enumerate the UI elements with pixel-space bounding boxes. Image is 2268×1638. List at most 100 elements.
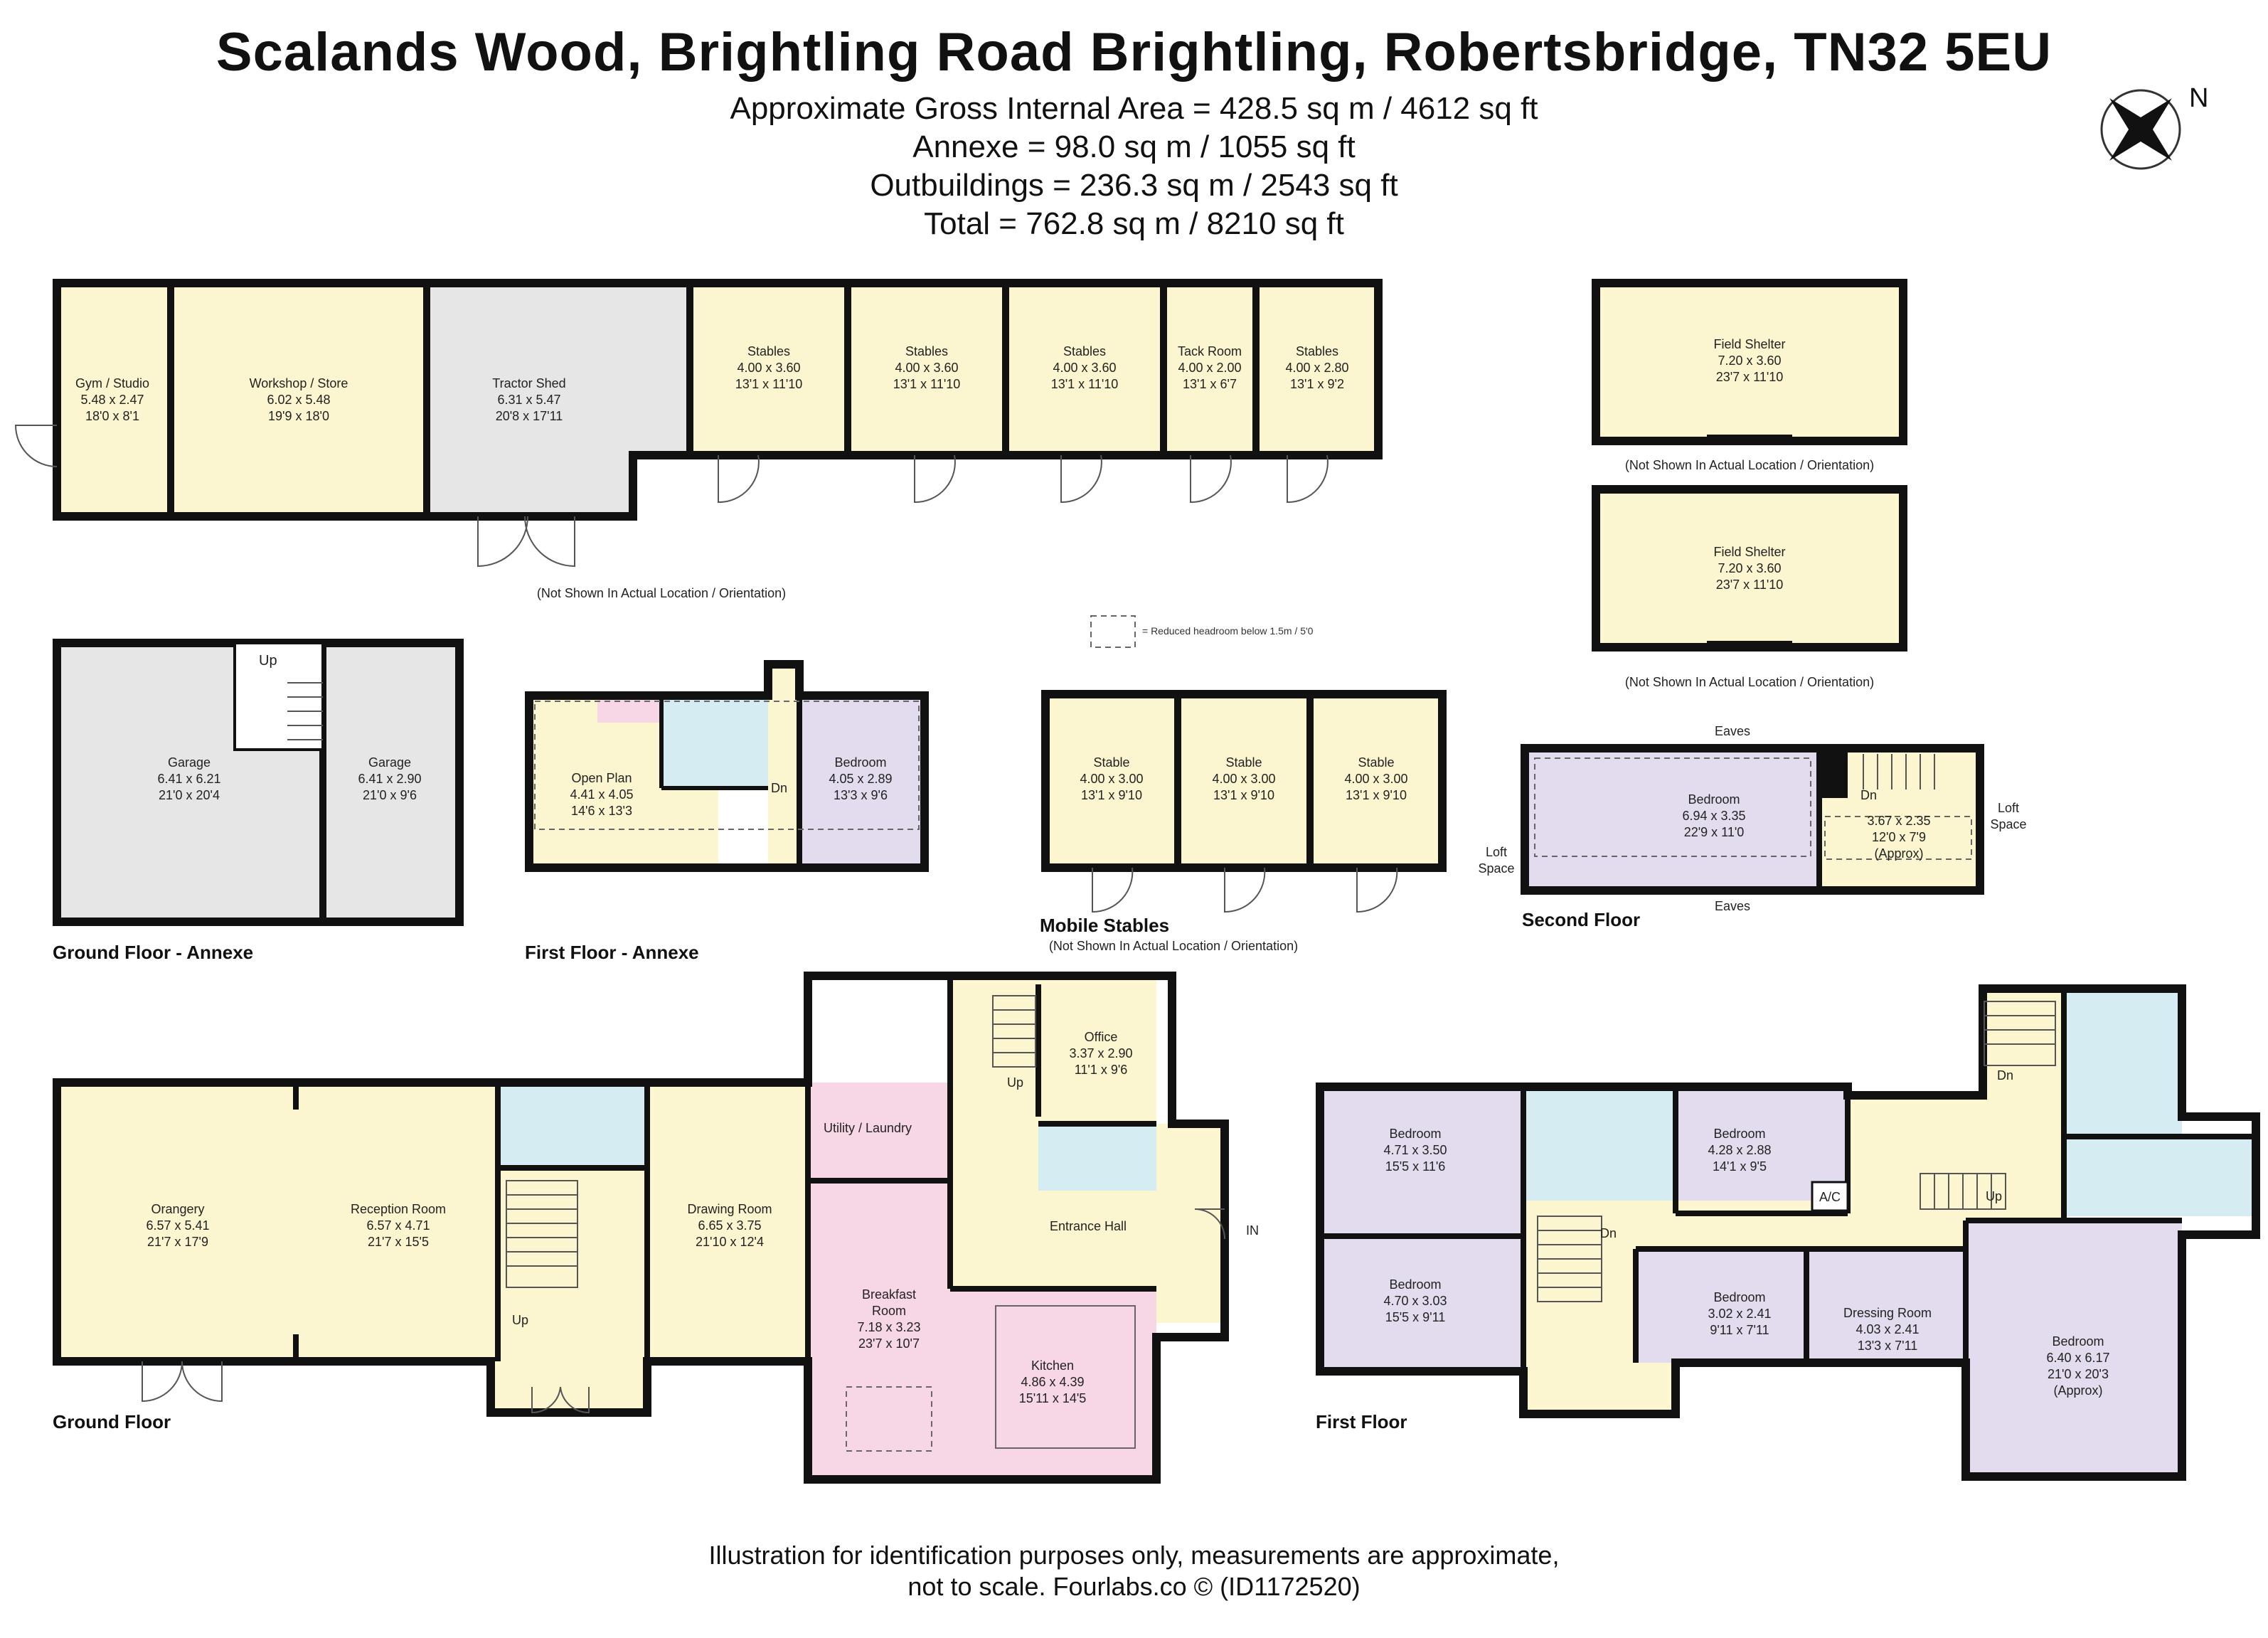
open-plan-imperial: 14'6 x 13'3 [571,804,632,818]
entrance-hall-name: Entrance Hall [1050,1219,1127,1233]
mobile-stable-2-imperial: 13'1 x 9'10 [1213,788,1274,802]
first-dn-label-2: Dn [1997,1068,2013,1083]
stables-2-metric: 4.00 x 3.60 [895,361,958,375]
second-room-imperial: 12'0 x 7'9 [1872,830,1926,844]
annexe-first-floor: Open Plan 4.41 x 4.05 14'6 x 13'3 Bedroo… [525,660,929,963]
field-shelter-1-name: Field Shelter [1713,337,1785,351]
garage-1-name: Garage [168,755,211,770]
reception-metric: 6.57 x 4.71 [366,1218,430,1233]
mobile-stable-2-name: Stable [1225,755,1262,770]
annexe-bedroom-metric: 4.05 x 2.89 [829,772,892,786]
garage-2-imperial: 21'0 x 9'6 [363,788,417,802]
compass-n-label: N [2189,83,2208,113]
tractor-shed-imperial: 20'8 x 17'11 [496,409,563,423]
compass-icon: N [2100,83,2208,170]
headroom-legend: = Reduced headroom below 1.5m / 5'0 [1090,615,1314,648]
loft-left-label-2: Space [1478,861,1514,876]
tractor-shed-name: Tractor Shed [492,376,565,390]
ground-up-label: Up [512,1313,528,1327]
stables-1-metric: 4.00 x 3.60 [737,361,800,375]
bedroom-c-metric: 4.70 x 3.03 [1383,1294,1447,1308]
bedroom-c-name: Bedroom [1389,1277,1441,1292]
tack-room-metric: 4.00 x 2.00 [1178,361,1241,375]
field-shelter-2-metric: 7.20 x 3.60 [1718,561,1781,575]
area-outbuildings: Outbuildings = 236.3 sq m / 2543 sq ft [870,168,1398,203]
mobile-stable-3-name: Stable [1358,755,1394,770]
second-bedroom-metric: 6.94 x 3.35 [1682,809,1745,823]
kitchen-metric: 4.86 x 4.39 [1021,1375,1084,1389]
mobile-stables-label: Mobile Stables [1040,915,1169,936]
field-shelter-1-metric: 7.20 x 3.60 [1718,353,1781,368]
workshop-room [171,283,427,516]
gym-studio-imperial: 18'0 x 8'1 [85,409,139,423]
bedroom-c-imperial: 15'5 x 9'11 [1385,1310,1446,1324]
mobile-stable-1-metric: 4.00 x 3.00 [1080,772,1143,786]
master-bedroom-metric: 6.40 x 6.17 [2046,1351,2109,1365]
eaves-bottom-label: Eaves [1715,899,1750,913]
drawing-room-metric: 6.65 x 3.75 [698,1218,761,1233]
gym-studio-metric: 5.48 x 2.47 [80,393,144,407]
garage-2-name: Garage [368,755,411,770]
stables-4-room [1256,283,1378,455]
office-name: Office [1085,1030,1118,1044]
tack-room-imperial: 13'1 x 6'7 [1183,377,1237,391]
loft-right-label-2: Space [1990,817,2026,831]
breakfast-room-name2: Room [872,1304,906,1318]
first-dn-label: Dn [1600,1226,1617,1240]
master-bedroom-imperial: 21'0 x 20'3 [2048,1367,2109,1381]
master-bedroom-approx: (Approx) [2053,1383,2102,1398]
stables-4-metric: 4.00 x 2.80 [1285,361,1348,375]
gym-studio-room [57,283,171,516]
footer-line-2: not to scale. Fourlabs.co © (ID1172520) [907,1572,1361,1601]
workshop-name: Workshop / Store [250,376,348,390]
stables-3-metric: 4.00 x 3.60 [1053,361,1116,375]
garage-2-metric: 6.41 x 2.90 [358,772,421,786]
mobile-stable-3-metric: 4.00 x 3.00 [1344,772,1407,786]
page-title: Scalands Wood, Brightling Road Brightlin… [215,22,2053,83]
master-bedroom-name: Bedroom [2052,1334,2104,1349]
annexe-bedroom-name: Bedroom [834,755,886,770]
outbuildings: Gym / Studio 5.48 x 2.47 18'0 x 8'1 Work… [14,279,1383,600]
second-floor: Dn Bedroom 6.94 x 3.35 22'9 x 11'0 3.67 … [1478,724,2026,930]
first-floor: Bedroom 4.71 x 3.50 15'5 x 11'6 Bedroom … [1316,984,2260,1481]
mobile-stables-note: (Not Shown In Actual Location / Orientat… [1049,939,1298,953]
outbuildings-note: (Not Shown In Actual Location / Orientat… [537,586,786,600]
bedroom-b-imperial: 14'1 x 9'5 [1713,1159,1767,1174]
eaves-top-label: Eaves [1715,724,1750,738]
stables-3-name: Stables [1063,344,1106,358]
ground-floor-label: Ground Floor [53,1411,171,1432]
drawing-room-imperial: 21'10 x 12'4 [696,1235,764,1249]
garage-1-metric: 6.41 x 6.21 [157,772,220,786]
reception-imperial: 21'7 x 15'5 [368,1235,429,1249]
tack-room-name: Tack Room [1178,344,1242,358]
workshop-metric: 6.02 x 5.48 [267,393,330,407]
utility-name: Utility / Laundry [824,1121,912,1135]
headroom-note: = Reduced headroom below 1.5m / 5'0 [1142,625,1314,637]
area-total: Total = 762.8 sq m / 8210 sq ft [924,206,1344,241]
annexe-bedroom-imperial: 13'3 x 9'6 [834,788,888,802]
tractor-shed-room [427,283,690,516]
second-floor-label: Second Floor [1522,909,1640,930]
first-up-label: Up [1986,1189,2002,1203]
stables-1-name: Stables [747,344,790,358]
entrance-in-label: IN [1246,1223,1259,1238]
stables-1-room [690,283,848,455]
breakfast-room-metric: 7.18 x 3.23 [857,1320,920,1334]
annexe-ground-label: Ground Floor - Annexe [53,942,253,963]
dressing-room-imperial: 13'3 x 7'11 [1858,1339,1918,1353]
stables-3-room [1006,283,1164,455]
hall-up-label: Up [1007,1075,1023,1090]
second-floor-dn-label: Dn [1860,788,1877,802]
office-imperial: 11'1 x 9'6 [1075,1063,1128,1077]
field-shelter-2-name: Field Shelter [1713,545,1785,559]
second-room-approx: (Approx) [1874,846,1923,861]
annexe-dn-label: Dn [771,781,787,795]
field-shelter-2-note: (Not Shown In Actual Location / Orientat… [1625,675,1874,689]
gym-studio-name: Gym / Studio [75,376,149,390]
mobile-stable-2-metric: 4.00 x 3.00 [1212,772,1275,786]
ground-floor: Orangery 6.57 x 5.41 21'7 x 17'9 Recepti… [53,972,1259,1484]
stables-1-imperial: 13'1 x 11'10 [735,377,803,391]
tractor-shed-metric: 6.31 x 5.47 [497,393,560,407]
stables-4-imperial: 13'1 x 9'2 [1290,377,1344,391]
